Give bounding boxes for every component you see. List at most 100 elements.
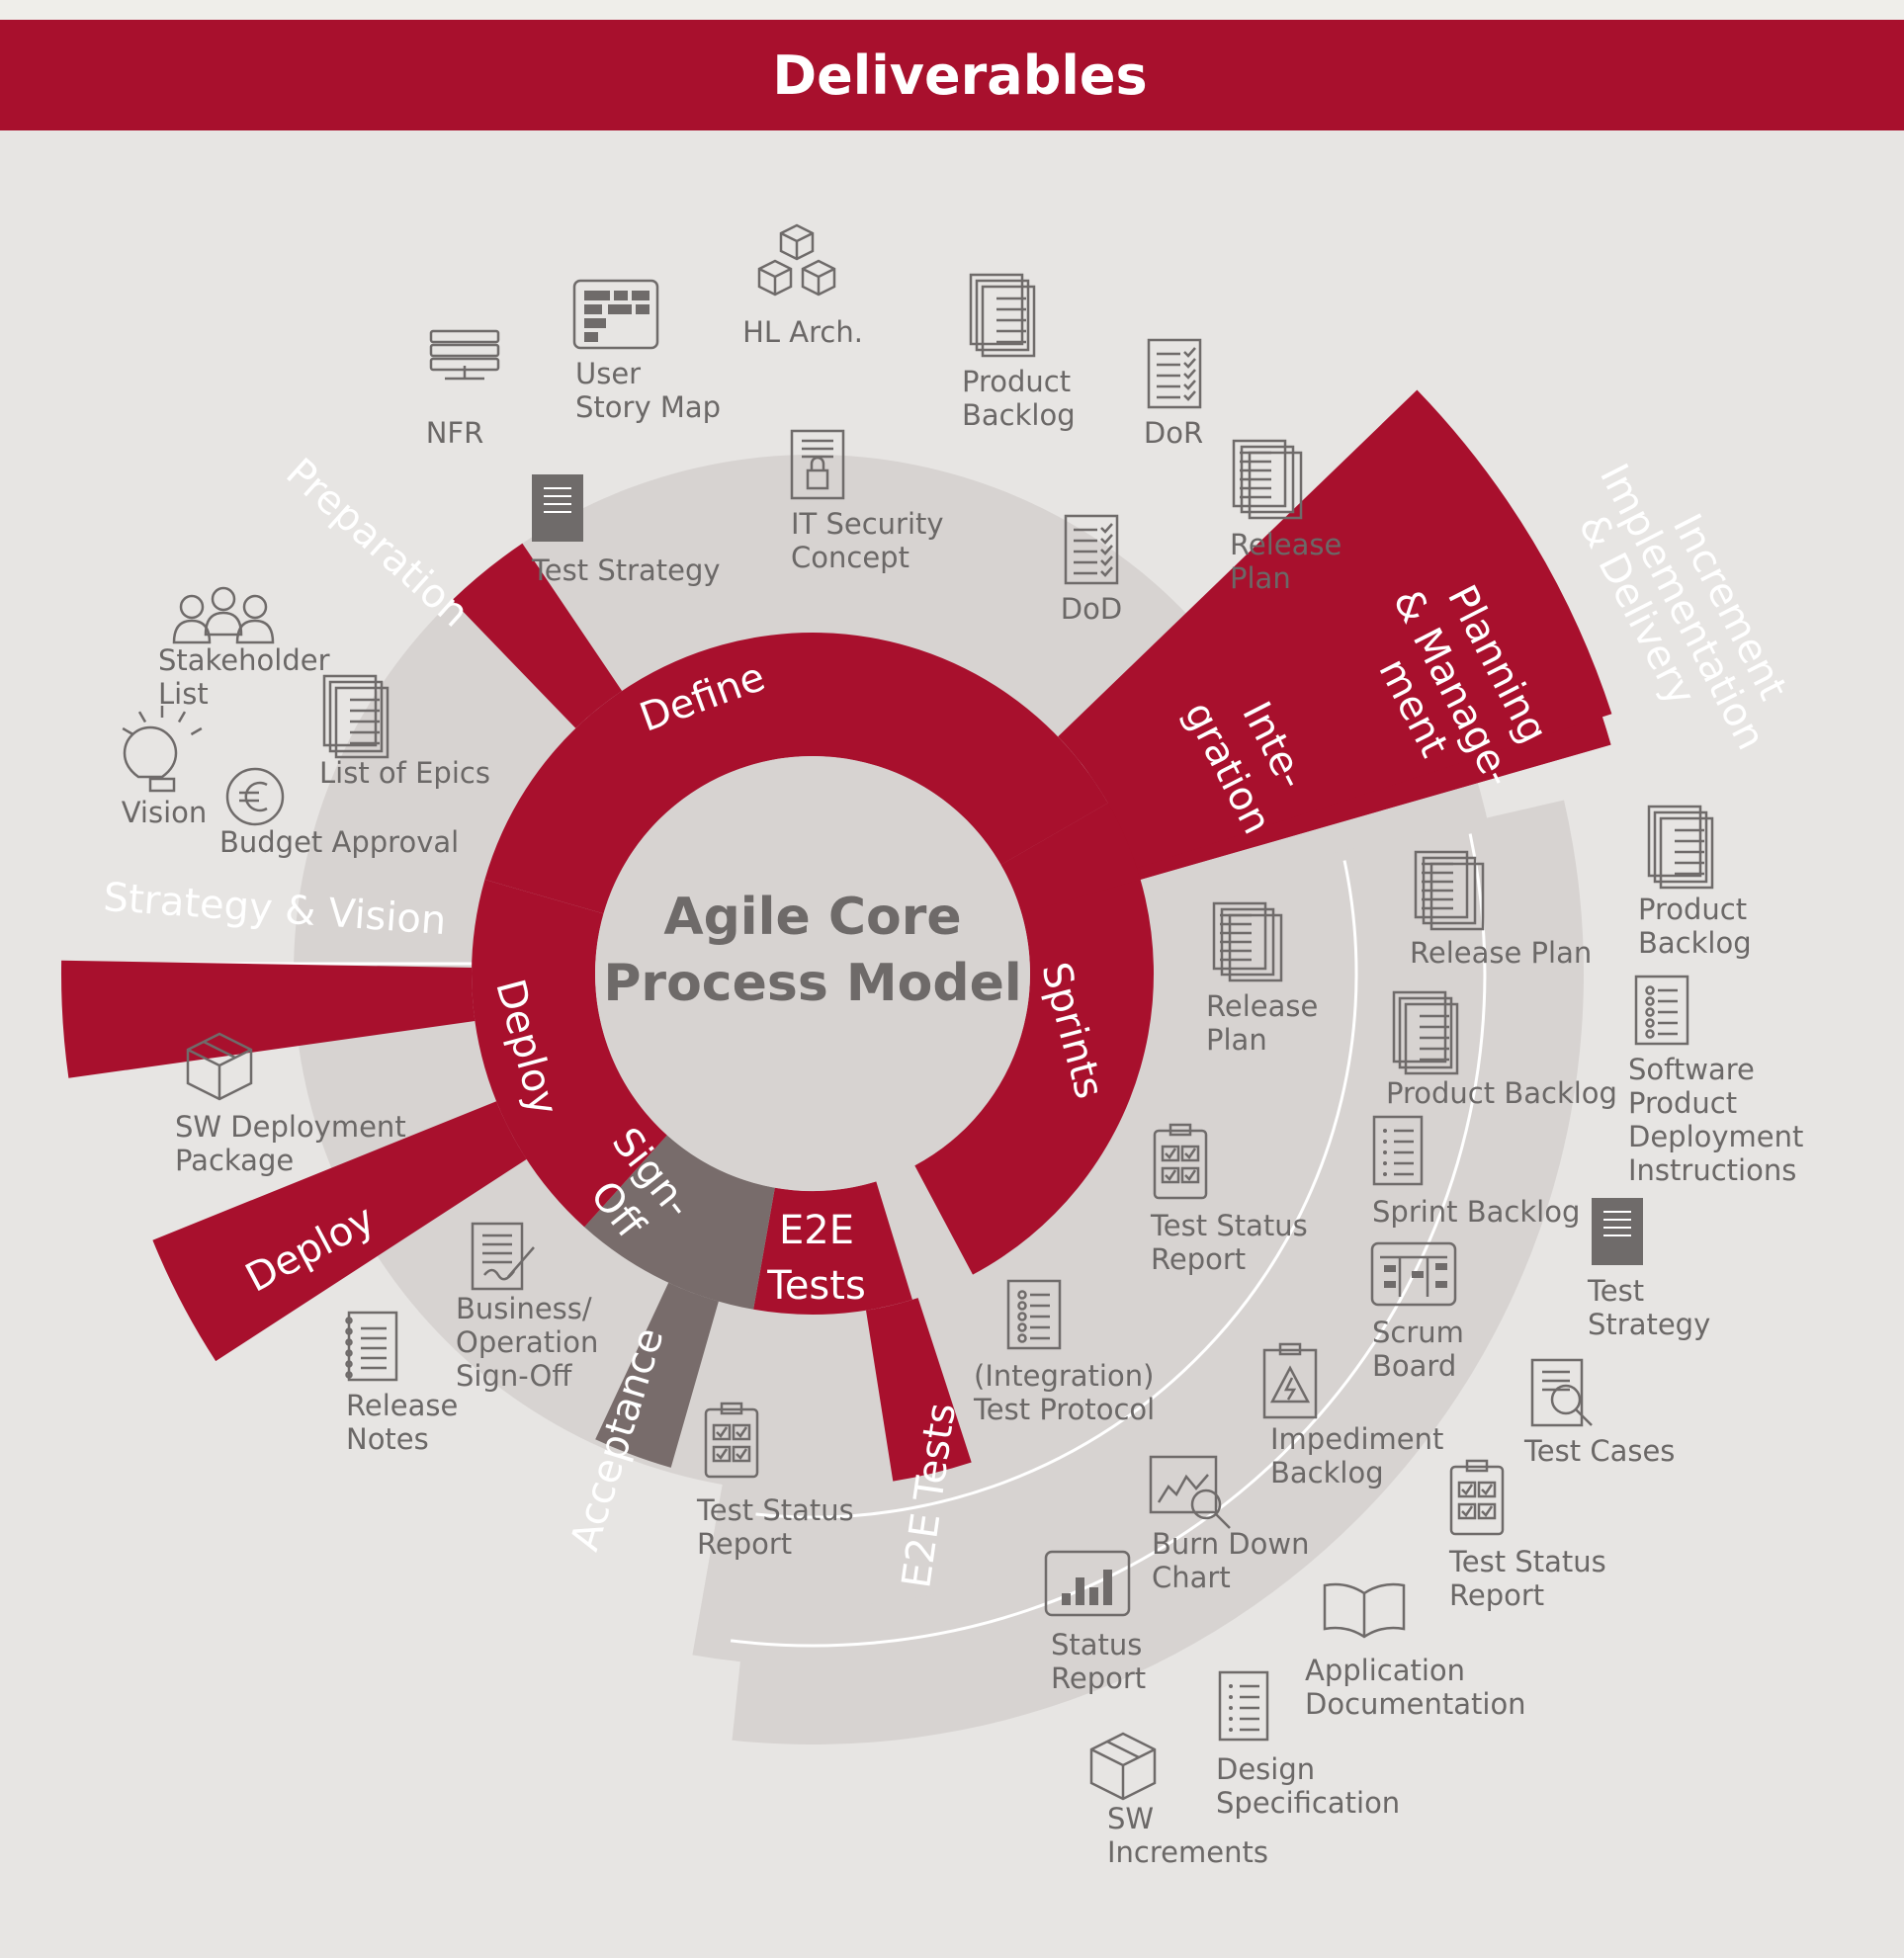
numbered-list-icon xyxy=(1218,1670,1269,1742)
deliverable-label: Application xyxy=(1305,1654,1465,1687)
deliverable-hl-arch: HL Arch. xyxy=(742,223,863,349)
sector-preparation xyxy=(452,543,623,728)
deliverable-label: SW Deployment xyxy=(175,1110,406,1144)
deliverable-vision: Vision xyxy=(122,706,208,829)
deliverable-label: Product xyxy=(1638,893,1747,926)
deliverable-label: Vision xyxy=(122,796,208,829)
banner xyxy=(0,20,1904,130)
deliverable-label: Documentation xyxy=(1305,1687,1526,1721)
deliverable-label: Product Backlog xyxy=(1386,1076,1617,1110)
deliverable-product-backlog-2: Product Backlog xyxy=(1386,990,1617,1110)
deliverable-label: Design xyxy=(1216,1752,1315,1786)
deliverable-label: SW xyxy=(1107,1802,1154,1835)
deliverable-label: DoD xyxy=(1061,592,1122,626)
clipboard-check-icon xyxy=(1449,1459,1505,1536)
deliverable-test-cases: Test Cases xyxy=(1523,1358,1675,1468)
deliverable-label: Release xyxy=(1230,528,1341,561)
deliverable-label: Test Status xyxy=(1448,1545,1606,1578)
deliverable-test-strategy-1: Test Strategy xyxy=(531,474,721,587)
server-icon xyxy=(429,329,500,381)
numbered-list-stack-icon xyxy=(1392,990,1459,1075)
deliverable-label: Operation xyxy=(456,1325,598,1359)
deliverable-label: Concept xyxy=(791,541,909,574)
phase-label-e2e-inner-2: Tests xyxy=(766,1263,866,1309)
deliverable-label: Test Cases xyxy=(1523,1434,1675,1468)
numbered-list-stack-icon xyxy=(1647,805,1714,890)
checklist-icon xyxy=(1147,338,1202,409)
pages-stack-icon xyxy=(1414,850,1485,931)
sector-sprints xyxy=(914,803,1155,1275)
people-icon xyxy=(172,586,275,644)
deliverable-label: User xyxy=(575,357,641,390)
clipboard-check-icon xyxy=(1153,1123,1208,1200)
deliverable-label: Status xyxy=(1051,1628,1142,1661)
deliverable-label: IT Security xyxy=(791,507,944,541)
deliverable-label: Sign-Off xyxy=(456,1359,572,1393)
deliverable-label: Increments xyxy=(1107,1835,1268,1869)
phase-sectors xyxy=(60,389,1612,1482)
deliverable-label: Backlog xyxy=(962,398,1076,432)
deliverable-label: Specification xyxy=(1216,1786,1400,1820)
deliverable-label: Backlog xyxy=(1270,1456,1384,1490)
deliverable-label: Product xyxy=(1628,1086,1737,1120)
deliverable-label: Instructions xyxy=(1628,1153,1796,1187)
deliverable-label: Product xyxy=(962,365,1071,398)
sector-e2e-inner xyxy=(753,1181,912,1316)
checklist-icon xyxy=(1064,514,1119,585)
banner-title: Deliverables xyxy=(772,44,1147,107)
magnifier-document-icon xyxy=(1530,1358,1593,1427)
phase-label-e2e-inner-1: E2E xyxy=(779,1208,854,1253)
bar-chart-icon xyxy=(1044,1550,1131,1617)
numbered-list-icon xyxy=(1372,1115,1424,1186)
deliverable-sprint-backlog: Sprint Backlog xyxy=(1372,1115,1580,1229)
top-strip xyxy=(0,0,1904,20)
story-map-icon xyxy=(572,279,659,350)
deliverable-integration-test-protocol: (Integration)Test Protocol xyxy=(973,1279,1155,1426)
deliverable-label: Notes xyxy=(346,1422,429,1456)
sector-acceptance xyxy=(595,1282,719,1468)
sector-define xyxy=(484,633,1108,914)
sector-e2e-outer xyxy=(866,1298,972,1482)
deliverable-label: Backlog xyxy=(1638,926,1752,960)
deliverable-dor: DoR xyxy=(1144,338,1203,450)
deliverable-label: Impediment xyxy=(1270,1422,1443,1456)
divider-inner xyxy=(755,860,1358,1519)
deliverable-label: Sprint Backlog xyxy=(1372,1195,1580,1229)
lightbulb-icon xyxy=(122,706,203,793)
box-icon xyxy=(1089,1732,1157,1801)
deliverable-budget-approval: Budget Approval xyxy=(219,767,459,859)
deliverable-label: Budget Approval xyxy=(219,825,459,859)
deliverable-label: Business/ xyxy=(456,1292,592,1325)
box-icon xyxy=(186,1032,253,1101)
center-title-line2: Process Model xyxy=(603,954,1021,1013)
divider-outer xyxy=(730,833,1487,1648)
list-document-icon xyxy=(1634,975,1689,1046)
deliverable-dod: DoD xyxy=(1061,514,1122,626)
deliverable-label: Release xyxy=(1206,989,1318,1023)
deliverable-label: Test xyxy=(1587,1274,1644,1308)
pages-stack-icon xyxy=(1232,439,1303,520)
deliverable-label: Report xyxy=(697,1527,792,1561)
deliverable-label: Plan xyxy=(1230,561,1291,595)
deliverable-label: NFR xyxy=(426,416,484,450)
open-book-icon xyxy=(1323,1582,1406,1639)
deliverable-label: Package xyxy=(175,1144,294,1177)
sector-strategy-vision xyxy=(60,960,476,1078)
pages-stack-icon xyxy=(1212,901,1283,982)
